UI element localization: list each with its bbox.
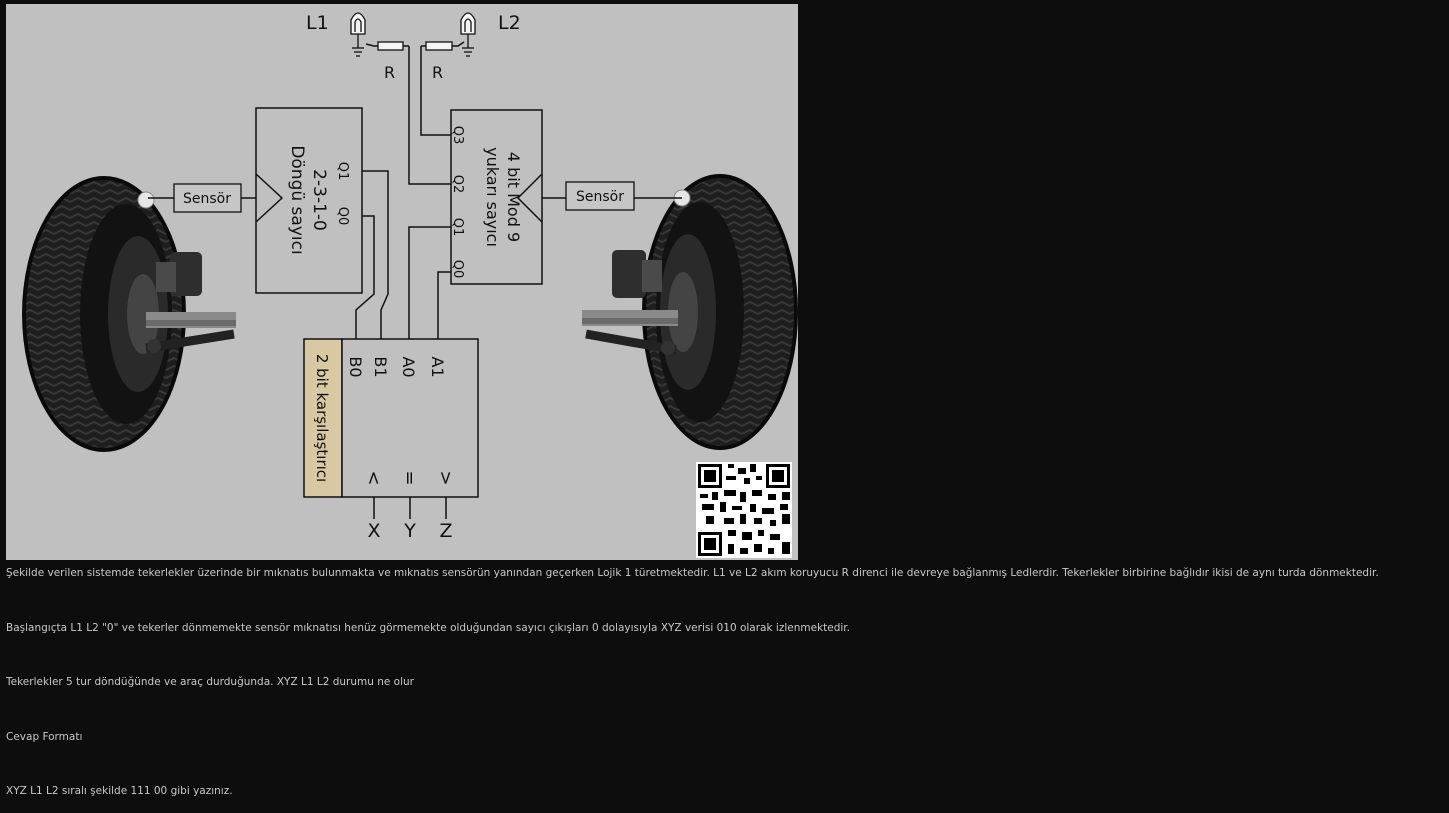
comparator-in-a0: A0 [399,356,418,377]
comparator-in-b0: B0 [346,356,365,377]
right-wheel-image [582,174,798,450]
description-paragraph: Şekilde verilen sistemde tekerlekler üze… [6,567,1379,579]
mod9-counter-q1: Q1 [450,218,465,237]
lamp-l2-label: L2 [498,12,521,34]
lamp-l2-icon [460,12,476,57]
mod9-counter-q3: Q3 [450,126,465,145]
sensor-left-box [173,183,242,213]
cycle-counter-line2: Döngü sayıcı [287,145,307,254]
comparator-in-b1: B1 [371,356,390,377]
resistor-left-label: R [384,63,395,82]
output-y-label: Y [403,520,416,542]
comparator-label: 2 bit karşılaştırıcı [313,354,331,482]
wiring [148,41,682,519]
mod9-counter-q2: Q2 [450,175,465,194]
cycle-counter-box [255,107,363,294]
mod9-counter-q0: Q0 [450,260,465,279]
resistor-right-icon [425,41,453,51]
mod9-counter-line1: 4 bit Mod 9 [504,152,523,242]
sensor-left-label: Sensör [183,191,231,207]
cycle-counter-q0: Q0 [335,207,350,226]
answer-format-instruction: XYZ L1 L2 sıralı şekilde 111 00 gibi yaz… [6,785,233,797]
output-z-label: Z [439,520,452,542]
sensor-right-box [565,181,635,211]
left-wheel-image [22,176,236,452]
circuit-diagram: L1 L2 R R Sensör Sensör 2-3-1-0 Döngü sa… [6,4,798,560]
mod9-counter-line2: yukarı sayıcı [483,147,502,247]
qr-code-icon [696,462,792,558]
answer-format-heading: Cevap Formatı [6,731,83,743]
comparator-label-strip [303,338,343,498]
comparator-gt-symbol: > [435,470,456,485]
sensor-right-label: Sensör [576,189,624,205]
initial-state-paragraph: Başlangıçta L1 L2 "0" ve tekerler dönmem… [6,622,850,634]
resistor-right-label: R [432,63,443,82]
lamp-l1-icon [350,12,366,57]
output-x-label: X [367,520,380,542]
lamp-l1-label: L1 [306,12,329,34]
comparator-lt-symbol: < [363,470,384,485]
cycle-counter-line1: 2-3-1-0 [309,169,329,231]
comparator-box [341,338,479,498]
cycle-counter-q1: Q1 [335,162,350,181]
resistor-left-icon [377,41,404,51]
comparator-in-a1: A1 [428,356,447,377]
question-paragraph: Tekerlekler 5 tur döndüğünde ve araç dur… [6,676,414,688]
comparator-eq-symbol: = [399,470,420,485]
mod9-counter-box [450,109,543,285]
